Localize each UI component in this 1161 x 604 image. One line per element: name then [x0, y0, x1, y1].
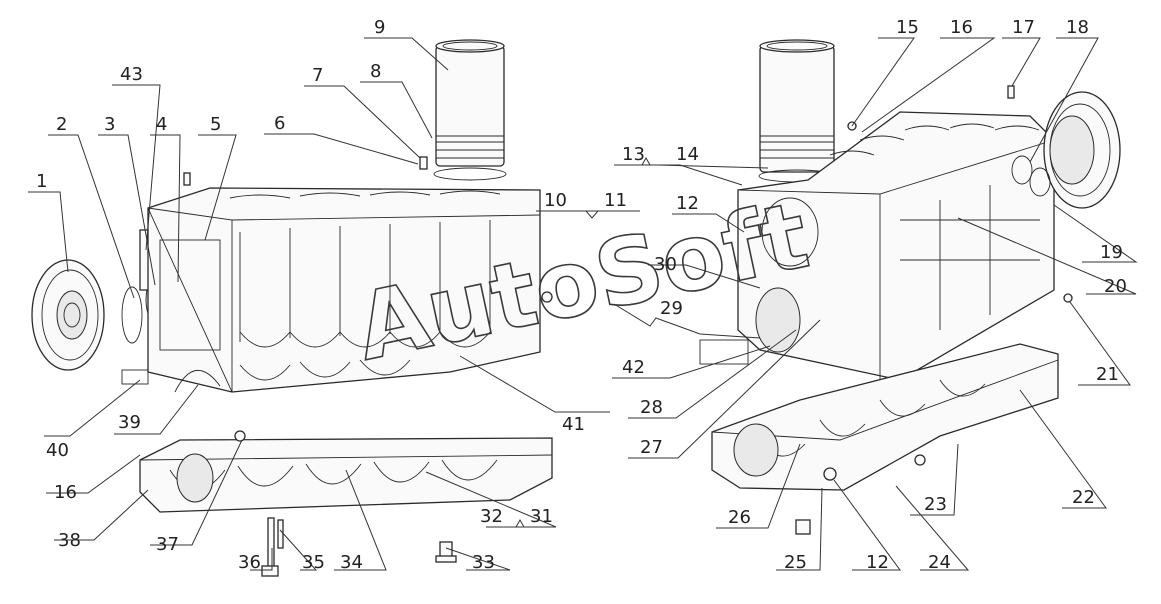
ring-seal [121, 286, 143, 344]
gear-left [31, 259, 105, 371]
callout-16-right: 16 [950, 17, 973, 38]
cylinder-liner-right [758, 39, 836, 183]
callout-27: 27 [640, 437, 663, 458]
callout-42: 42 [622, 357, 645, 378]
callout-24: 24 [928, 552, 951, 573]
callout-43: 43 [120, 64, 143, 85]
callout-41: 41 [562, 414, 585, 435]
cylinder-block-right [699, 111, 1055, 381]
cylinder-liner-left [433, 39, 507, 181]
right-assembly [699, 39, 1121, 535]
leader-lines [28, 37, 1138, 571]
callout-14: 14 [676, 144, 699, 165]
callout-29: 29 [660, 298, 683, 319]
bedplate-left [139, 437, 553, 513]
callout-37: 37 [156, 534, 179, 555]
callout-21: 21 [1096, 364, 1119, 385]
callout-40: 40 [46, 440, 69, 461]
callout-31: 31 [530, 506, 553, 527]
callout-16-left: 16 [54, 482, 77, 503]
cylinder-block-left [121, 187, 541, 393]
callout-28: 28 [640, 397, 663, 418]
callout-39: 39 [118, 412, 141, 433]
gear-right [1043, 91, 1121, 209]
callout-2: 2 [56, 114, 67, 135]
callout-15: 15 [896, 17, 919, 38]
left-assembly [31, 39, 553, 577]
callout-6: 6 [274, 113, 285, 134]
callout-13: 13 [622, 144, 645, 165]
callout-19: 19 [1100, 242, 1123, 263]
callout-labels: 1 2 3 43 4 5 6 7 8 9 10 11 40 39 41 16 3… [36, 17, 1127, 573]
callout-8: 8 [370, 61, 381, 82]
callout-18: 18 [1066, 17, 1089, 38]
callout-23: 23 [924, 494, 947, 515]
callout-1: 1 [36, 171, 47, 192]
callout-26: 26 [728, 507, 751, 528]
callout-12-bottom: 12 [866, 552, 889, 573]
callout-35: 35 [302, 552, 325, 573]
callout-4: 4 [156, 114, 167, 135]
callout-9: 9 [374, 17, 385, 38]
callout-10: 10 [544, 190, 567, 211]
callout-32: 32 [480, 506, 503, 527]
callout-17: 17 [1012, 17, 1035, 38]
callout-33: 33 [472, 552, 495, 573]
callout-5: 5 [210, 114, 221, 135]
callout-12-top: 12 [676, 193, 699, 214]
callout-11: 11 [604, 190, 627, 211]
callout-3: 3 [104, 114, 115, 135]
callout-25: 25 [784, 552, 807, 573]
callout-34: 34 [340, 552, 363, 573]
callout-7: 7 [312, 65, 323, 86]
callout-22: 22 [1072, 487, 1095, 508]
callout-36: 36 [238, 552, 261, 573]
callout-38: 38 [58, 530, 81, 551]
bedplate-right [711, 343, 1059, 491]
callout-20: 20 [1104, 276, 1127, 297]
callout-30: 30 [654, 254, 677, 275]
